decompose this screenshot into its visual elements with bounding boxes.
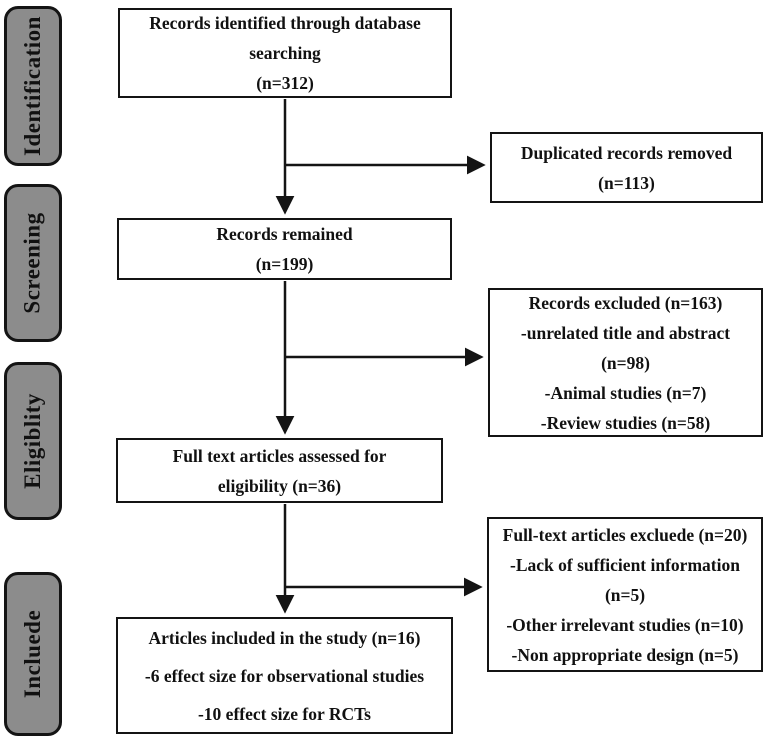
box-text-line: (n=312): [256, 73, 314, 93]
box-text-line: -10 effect size for RCTs: [197, 703, 371, 724]
box-articles-included: Articles included in the study (n=16) -6…: [116, 617, 453, 734]
box-text-line: Records identified through database: [149, 13, 421, 33]
stage-label-include: Incluede: [4, 572, 62, 736]
box-text-line: -Non appropriate design (n=5): [511, 644, 739, 665]
box-text-line: -6 effect size for observational studies: [144, 665, 425, 686]
box-duplicates-removed: Duplicated records removed (n=113): [490, 132, 763, 203]
stage-label-text: Identification: [20, 16, 46, 156]
box-fulltext-excluded: Full-text articles excluede (n=20) -Lack…: [487, 517, 763, 672]
box-text-line: -Lack of sufficient information: [510, 554, 740, 575]
box-text-line: Records remained: [216, 224, 353, 244]
box-text-line: eligibility (n=36): [217, 475, 342, 496]
box-text-line: (n=199): [255, 254, 314, 274]
box-text-line: Records excluded (n=163): [528, 292, 723, 313]
box-text-line: -Review studies (n=58): [540, 412, 711, 433]
stage-label-identification: Identification: [4, 6, 62, 166]
box-text-line: -Animal studies (n=7): [544, 382, 707, 403]
box-fulltext-assessed: Full text articles assessed for eligibil…: [116, 438, 443, 503]
box-records-remained: Records remained (n=199): [117, 218, 452, 280]
stage-label-text: Screening: [20, 212, 45, 314]
box-records-identified: Records identified through database sear…: [118, 8, 452, 98]
stage-label-text: Incluede: [20, 609, 45, 699]
stage-label-screening: Screening: [4, 184, 62, 342]
stage-label-text: Eligiblity: [20, 393, 45, 489]
box-records-excluded: Records excluded (n=163) -unrelated titl…: [488, 288, 763, 437]
box-text-line: Full text articles assessed for: [172, 445, 387, 466]
box-text-line: -unrelated title and abstract: [520, 322, 731, 343]
box-text-line: (n=113): [598, 172, 655, 193]
box-text-line: Full-text articles excluede (n=20): [502, 524, 748, 545]
box-text-line: (n=98): [601, 352, 650, 373]
stage-label-eligibility: Eligiblity: [4, 362, 62, 520]
box-text-line: searching: [249, 43, 321, 63]
box-text-line: Duplicated records removed: [520, 142, 733, 163]
box-text-line: Articles included in the study (n=16): [148, 627, 421, 648]
box-text-line: -Other irrelevant studies (n=10): [506, 614, 744, 635]
box-text-line: (n=5): [604, 584, 646, 605]
